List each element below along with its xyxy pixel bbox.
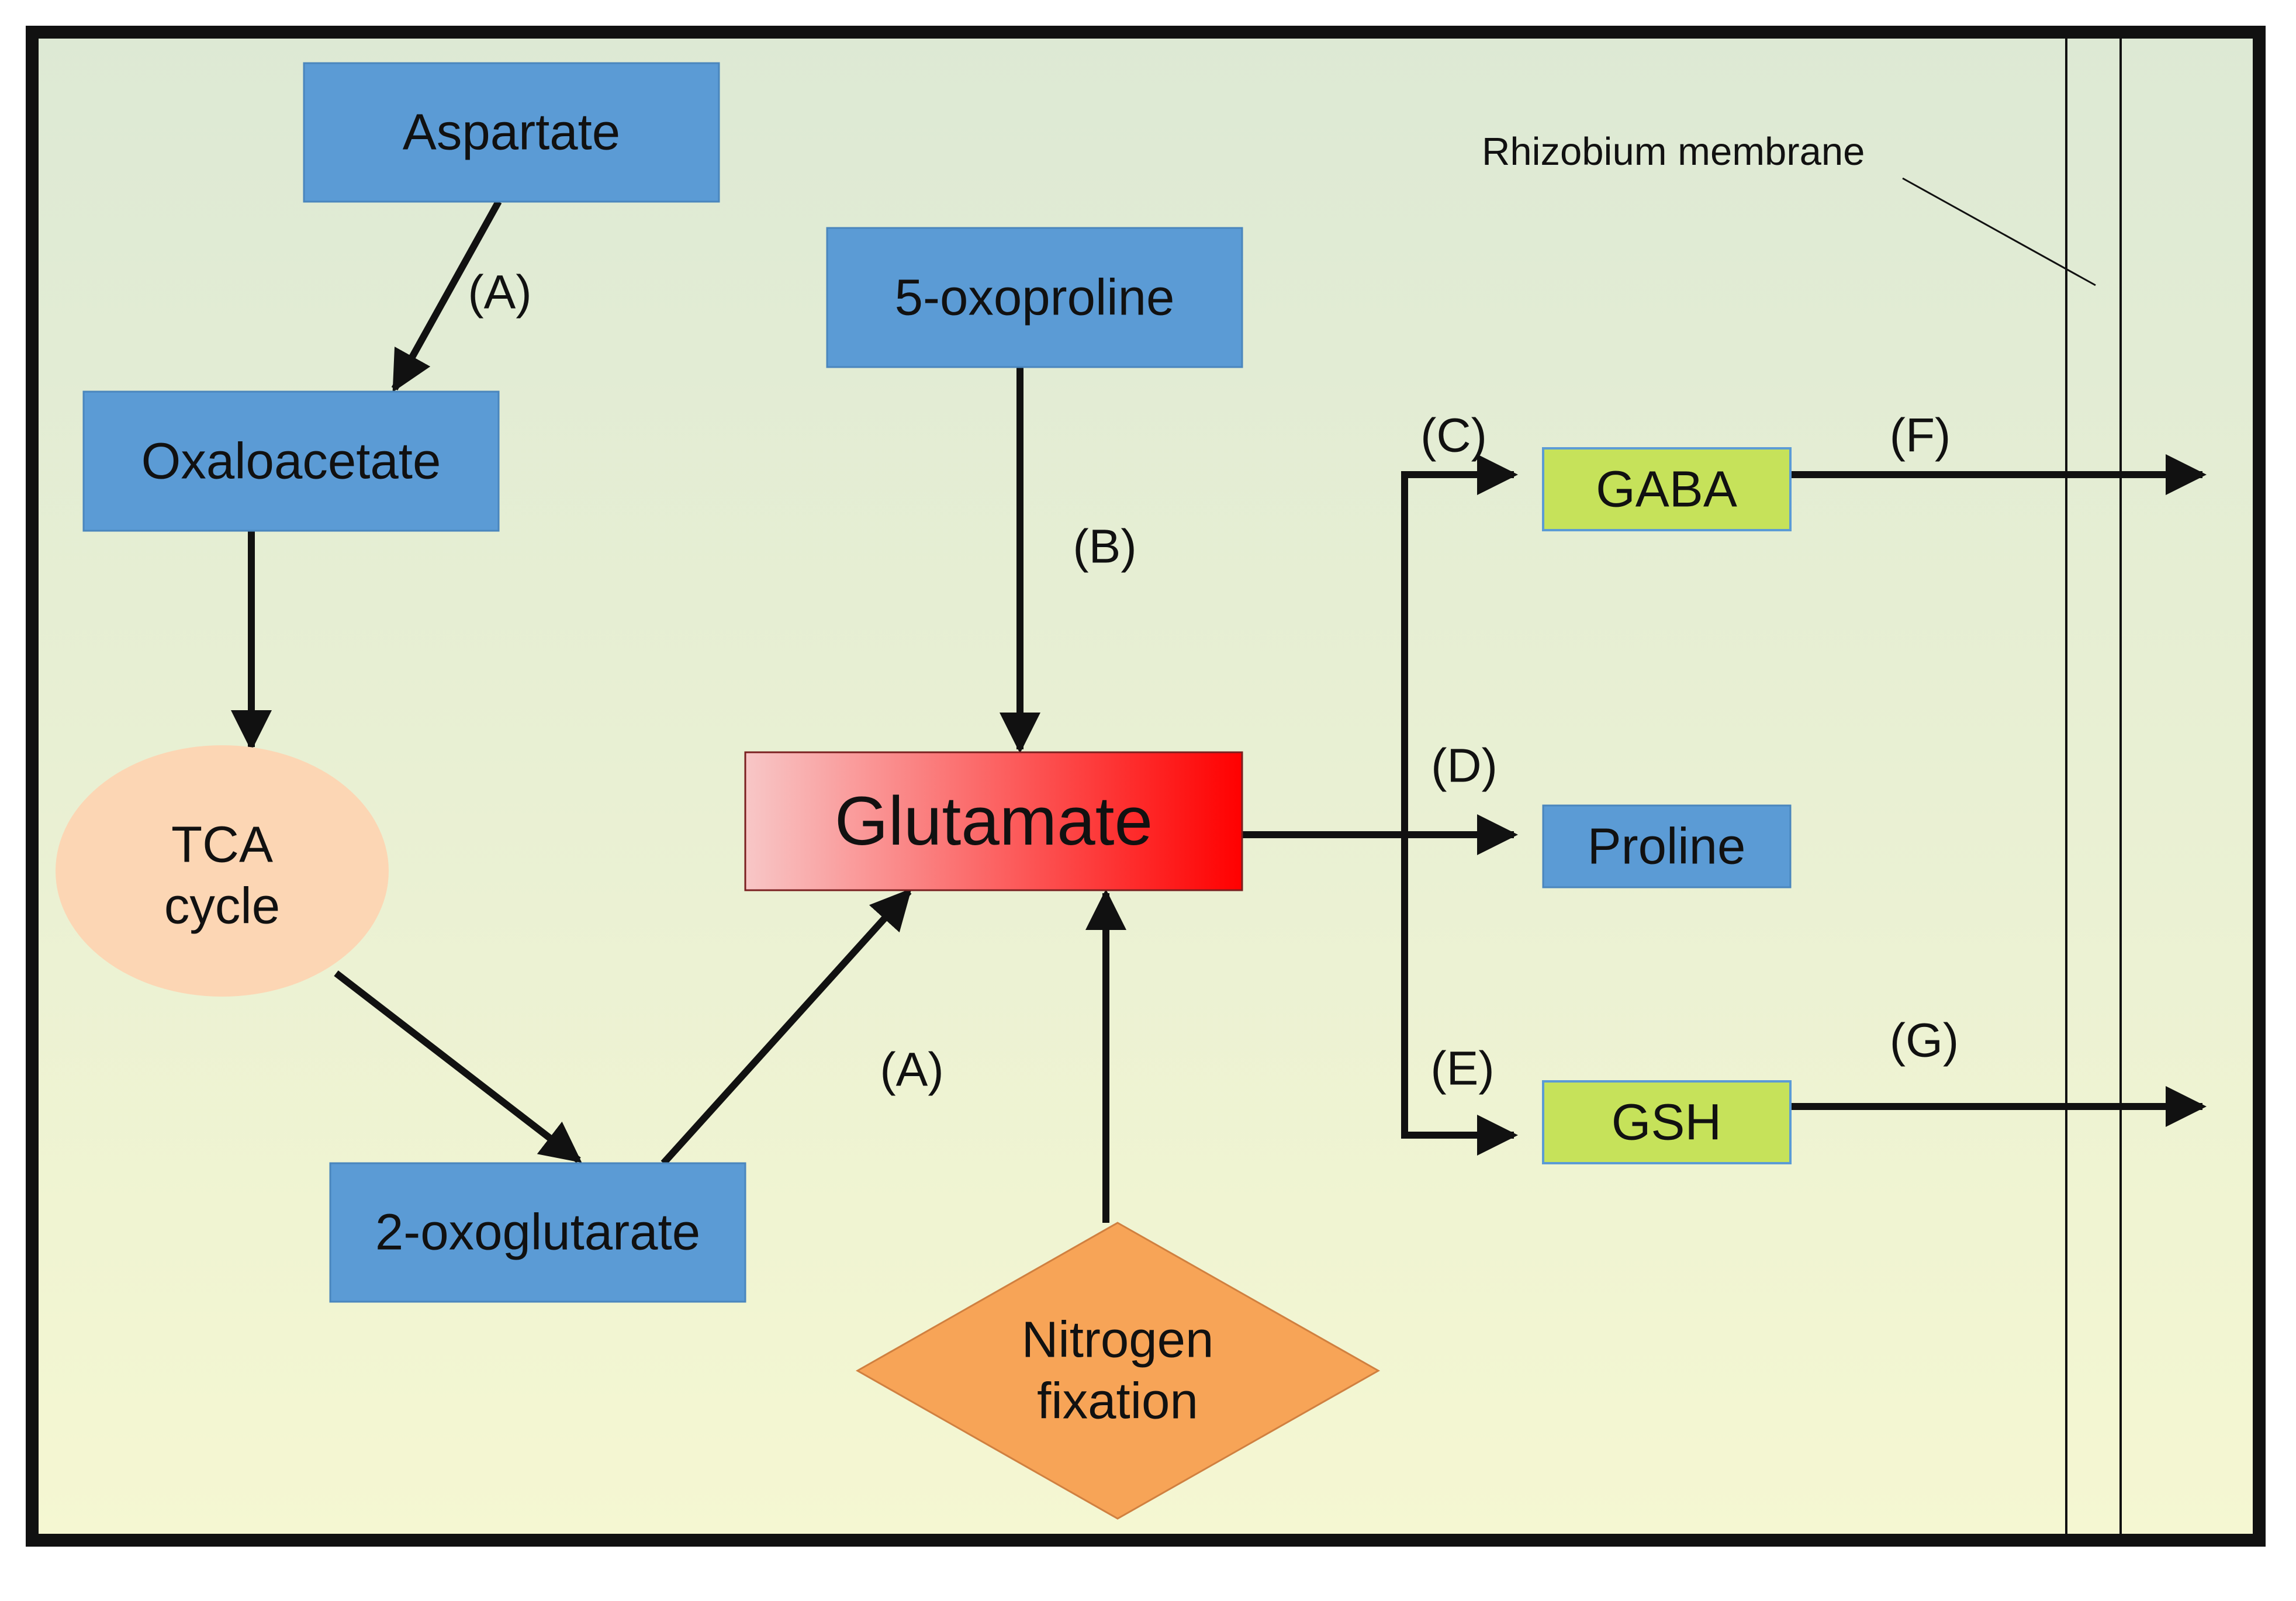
arrow-oxoglutarate-to-glutamate (661, 888, 912, 1166)
edge-label-glutamate-to-proline: (D) (1431, 739, 1498, 793)
gaba-label: GABA (1596, 461, 1737, 518)
edge-label-oxoglutarate-to-glutamate: (A) (880, 1043, 943, 1097)
node-glutamate: Glutamate (744, 751, 1243, 891)
arrow-aspartate-to-oxaloacetate (391, 200, 502, 393)
edge-label-glutamate-to-gaba: (C) (1420, 409, 1487, 462)
tca-label-line2: cycle (164, 878, 280, 935)
membrane-label: Rhizobium membrane (1482, 130, 1865, 174)
edge-label-gsh-export: (G) (1890, 1014, 1959, 1067)
nitrogen-label-line2: fixation (1037, 1373, 1198, 1430)
node-proline: Proline (1542, 804, 1792, 888)
aspartate-label: Aspartate (403, 104, 620, 161)
edge-label-oxoproline-to-glutamate: (B) (1073, 520, 1136, 573)
oxoproline-label: 5-oxoproline (895, 269, 1175, 326)
oxoglutarate-label: 2-oxoglutarate (375, 1204, 700, 1261)
gsh-label: GSH (1612, 1094, 1722, 1151)
node-gsh: GSH (1542, 1080, 1792, 1164)
node-aspartate: Aspartate (303, 62, 720, 203)
node-oxaloacetate: Oxaloacetate (82, 390, 500, 532)
glutamate-label: Glutamate (835, 783, 1153, 860)
proline-label: Proline (1588, 818, 1746, 875)
node-oxoglutarate: 2-oxoglutarate (329, 1162, 746, 1303)
oxaloacetate-label: Oxaloacetate (141, 433, 441, 490)
node-tca-cycle: TCA cycle (56, 745, 389, 997)
edge-label-glutamate-to-gsh: (E) (1430, 1042, 1494, 1095)
pathway-arrows (231, 200, 2207, 1223)
nitrogen-label-line1: Nitrogen (1022, 1312, 1214, 1368)
arrow-tca-to-oxoglutarate (334, 970, 582, 1163)
node-oxoproline: 5-oxoproline (826, 227, 1243, 368)
edge-label-gaba-export: (F) (1890, 409, 1951, 462)
tca-label-line1: TCA (171, 817, 273, 873)
edge-label-aspartate-to-oxaloacetate: (A) (468, 266, 531, 319)
rhizobium-membrane (2065, 39, 2122, 1534)
node-gaba: GABA (1542, 447, 1792, 531)
membrane-pointer-line (1902, 177, 2096, 286)
node-nitrogen-fixation: Nitrogen fixation (855, 1222, 1381, 1520)
